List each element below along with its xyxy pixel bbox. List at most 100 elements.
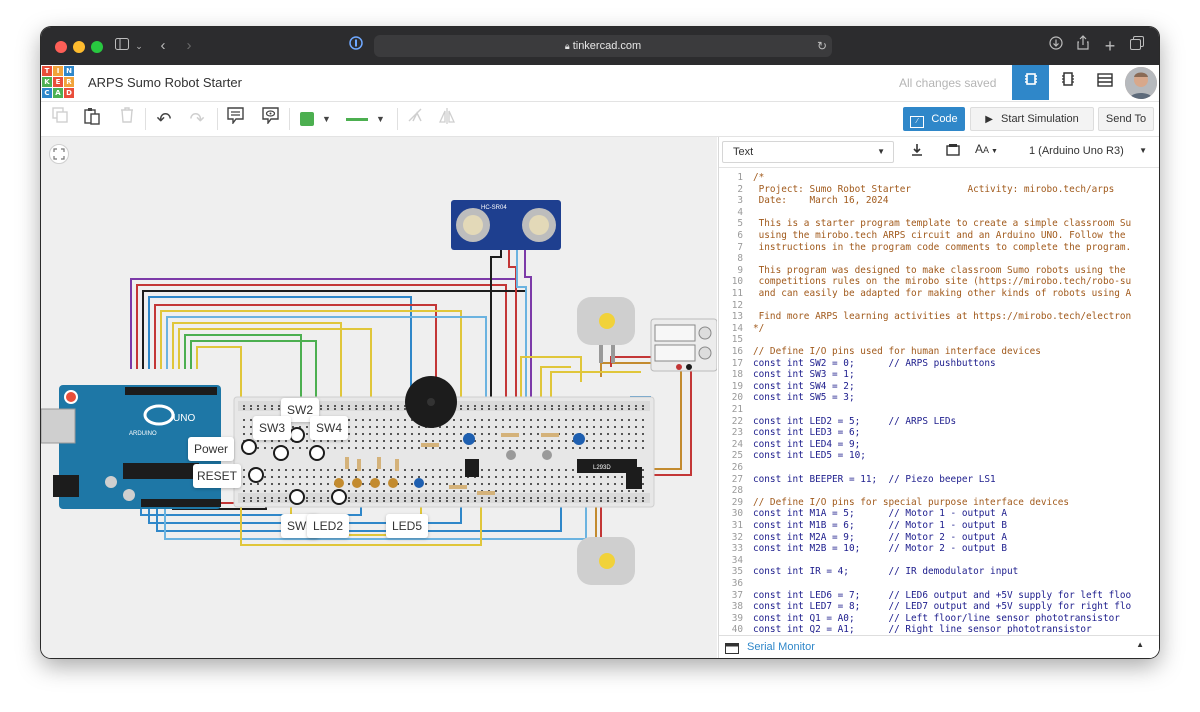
copy-icon[interactable]	[47, 107, 73, 131]
font-size-icon[interactable]: AA▼	[975, 142, 998, 156]
circuit-view-button[interactable]	[1012, 65, 1049, 100]
breadboard-hole	[495, 500, 497, 502]
breadboard-hole	[271, 469, 273, 471]
paste-icon[interactable]	[79, 107, 105, 131]
maximize-window-button[interactable]	[91, 41, 103, 53]
circuit-drawing: HC-SR04 UNO ARDUINO L293D	[41, 200, 717, 585]
undo-icon[interactable]: ↶	[156, 109, 172, 129]
address-bar[interactable]: 🔒︎ tinkercad.com	[374, 35, 832, 57]
breadboard-hole	[523, 440, 525, 442]
tinkercad-logo[interactable]: T I N K E R C A D	[42, 66, 75, 99]
code-button[interactable]: ⁄ Code	[903, 107, 965, 131]
breadboard-hole	[481, 469, 483, 471]
notes-visibility-icon[interactable]	[257, 107, 283, 131]
breadboard-hole	[446, 476, 448, 478]
breadboard-hole	[411, 433, 413, 435]
line-number: 6	[737, 230, 743, 241]
breadboard-hole	[607, 433, 609, 435]
download-code-icon[interactable]	[905, 143, 929, 163]
start-simulation-button[interactable]: ▶ Start Simulation	[970, 107, 1094, 131]
breadboard-hole	[488, 440, 490, 442]
logo-letter: K	[42, 77, 52, 87]
breadboard-hole	[593, 433, 595, 435]
device-select[interactable]: 1 (Arduino Uno R3) ▼	[1019, 141, 1155, 163]
code-text: Project: Sumo Robot Starter Activity: mi…	[753, 183, 1115, 195]
breadboard-hole	[600, 405, 602, 407]
breadboard-hole	[579, 476, 581, 478]
back-arrow-icon[interactable]: ‹	[160, 37, 166, 54]
design-title[interactable]: ARPS Sumo Robot Starter	[88, 75, 242, 90]
code-line: 5 This is a starter program template to …	[719, 218, 1159, 230]
breadboard-hole	[285, 497, 287, 499]
breadboard-hole	[250, 497, 252, 499]
serial-monitor-bar[interactable]: Serial Monitor ▲	[719, 635, 1159, 658]
breadboard-hole	[327, 408, 329, 410]
breadboard-hole	[348, 433, 350, 435]
notes-icon[interactable]	[222, 107, 248, 131]
forward-arrow-icon[interactable]: ›	[186, 37, 192, 54]
schematic-view-button[interactable]	[1049, 65, 1086, 100]
breadboard-hole	[376, 426, 378, 428]
toolbar-divider	[397, 108, 398, 130]
breadboard-hole	[593, 500, 595, 502]
component-list-button[interactable]	[1086, 65, 1123, 100]
breadboard-hole	[537, 483, 539, 485]
minimize-window-button[interactable]	[73, 41, 85, 53]
breadboard-hole	[425, 490, 427, 492]
breadboard-hole	[348, 497, 350, 499]
power-label[interactable]: Power	[188, 437, 234, 461]
breadboard-hole	[348, 500, 350, 502]
reset-label[interactable]: RESET	[193, 464, 241, 488]
led2-label[interactable]: LED2	[307, 514, 349, 538]
breadboard-hole	[376, 440, 378, 442]
wire-type-picker[interactable]: ▼	[341, 107, 391, 131]
breadboard-hole	[460, 500, 462, 502]
user-avatar[interactable]	[1125, 67, 1157, 99]
breadboard-hole	[502, 476, 504, 478]
breadboard-hole	[628, 490, 630, 492]
breadboard-hole	[565, 405, 567, 407]
zoom-to-fit-icon[interactable]	[49, 144, 69, 164]
redo-icon[interactable]: ↷	[189, 109, 205, 129]
code-line: 6 using the mirobo.tech ARPS circuit and…	[719, 230, 1159, 242]
breadboard-hole	[404, 500, 406, 502]
breadboard-hole	[369, 497, 371, 499]
breadboard-hole	[628, 447, 630, 449]
breadboard-hole	[614, 476, 616, 478]
circuit-canvas[interactable]: HC-SR04 UNO ARDUINO L293D Power RESET SW…	[41, 137, 717, 658]
breadboard-hole	[502, 497, 504, 499]
upload-libraries-icon[interactable]	[941, 143, 965, 163]
line-number: 11	[731, 288, 743, 299]
new-tab-icon[interactable]: +	[1104, 36, 1116, 56]
phototransistor-left	[506, 450, 516, 460]
flip-icon[interactable]	[434, 107, 460, 131]
privacy-shield-icon[interactable]	[347, 35, 365, 57]
breadboard-hole	[439, 426, 441, 428]
delete-icon[interactable]	[114, 107, 140, 131]
sw4-label[interactable]: SW4	[310, 416, 348, 440]
toolbar-divider	[217, 108, 218, 130]
wire-color-picker[interactable]: ▼	[295, 107, 337, 131]
rotate-icon[interactable]	[402, 107, 428, 131]
breadboard-hole	[502, 483, 504, 485]
driver-chip-label: L293D	[593, 465, 611, 471]
breadboard-hole	[537, 433, 539, 435]
breadboard-hole	[572, 433, 574, 435]
breadboard-hole	[642, 408, 644, 410]
breadboard-hole	[495, 433, 497, 435]
send-to-button[interactable]: Send To	[1098, 107, 1154, 131]
led5-label[interactable]: LED5	[386, 514, 428, 538]
breadboard-hole	[572, 426, 574, 428]
code-editor[interactable]: 1/*2 Project: Sumo Robot Starter Activit…	[719, 168, 1159, 635]
tab-overview-icon[interactable]	[1128, 35, 1146, 57]
chevron-down-icon[interactable]: ⌄	[135, 41, 143, 51]
share-icon[interactable]	[1074, 35, 1092, 57]
reload-icon[interactable]: ↻	[816, 39, 828, 53]
caret-up-icon[interactable]: ▲	[1136, 640, 1144, 649]
downloads-icon[interactable]	[1047, 35, 1065, 57]
breadboard-hole	[411, 497, 413, 499]
code-mode-select[interactable]: Text ▼	[722, 141, 894, 163]
sw3-label[interactable]: SW3	[253, 416, 291, 440]
sidebar-toggle-icon[interactable]	[111, 35, 133, 57]
close-window-button[interactable]	[55, 41, 67, 53]
